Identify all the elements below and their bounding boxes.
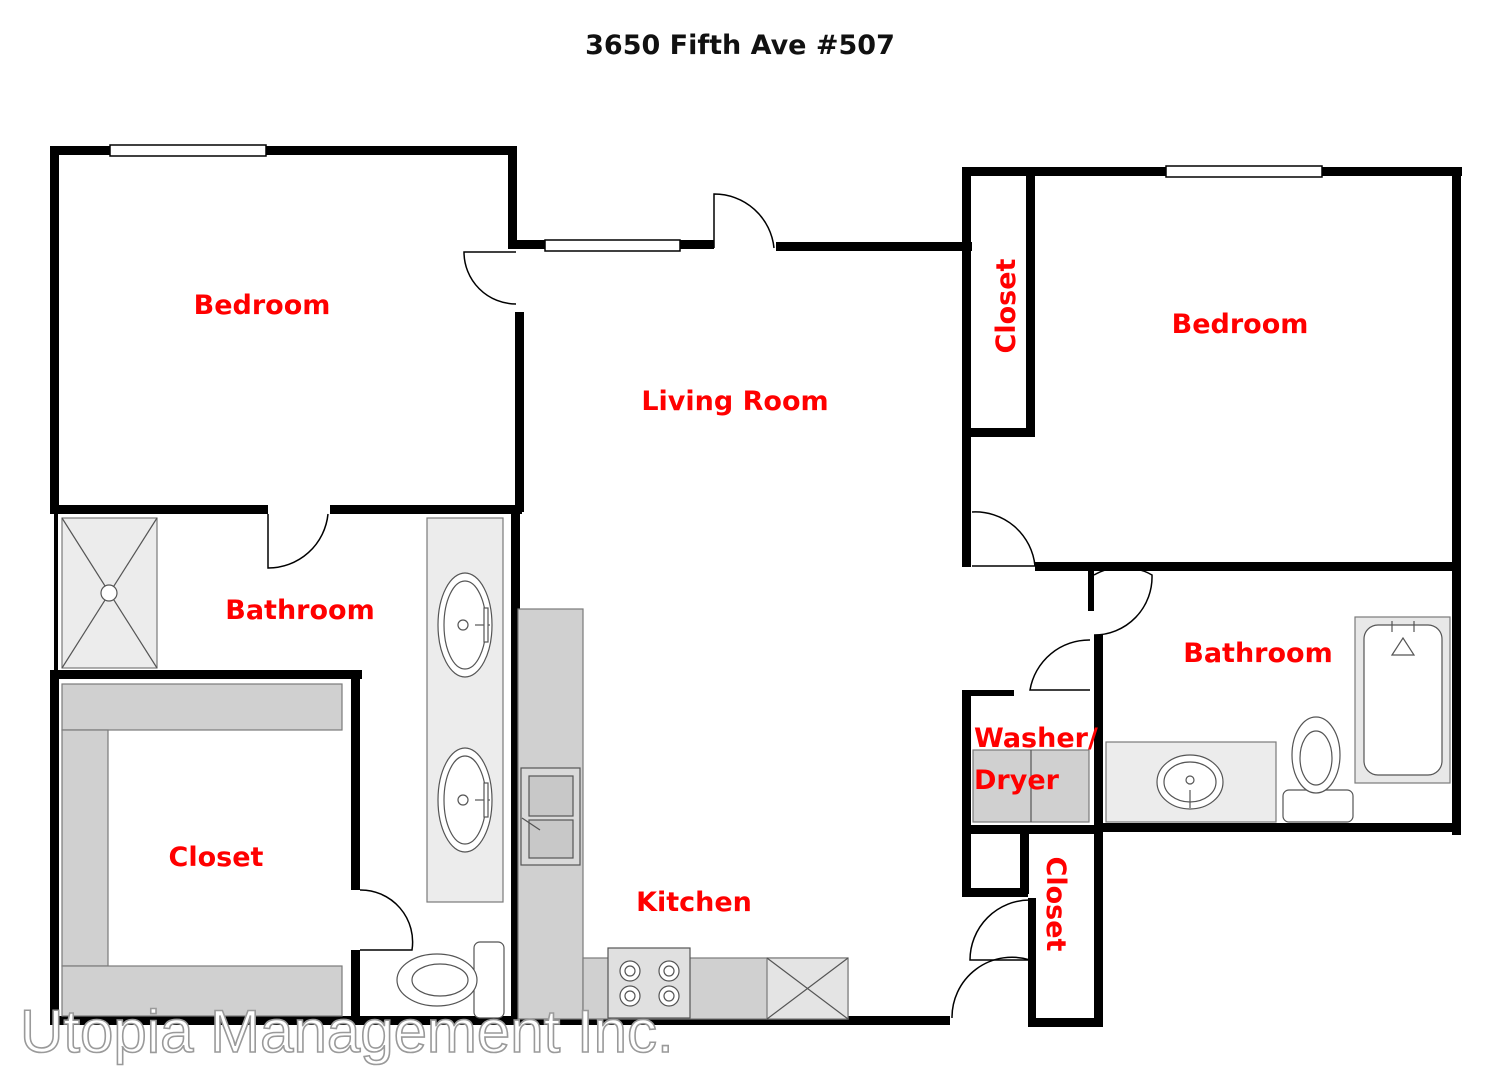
stove-icon xyxy=(607,947,691,1019)
bathtub-icon xyxy=(1354,616,1451,784)
doors xyxy=(267,193,1153,1019)
vanity-sink-icon xyxy=(1105,741,1277,823)
bedroom-right-label: Bedroom xyxy=(1172,309,1309,340)
toilet-icon xyxy=(396,941,505,1019)
plan-title: 3650 Fifth Ave #507 xyxy=(585,30,895,61)
kitchen-sink-icon xyxy=(520,767,581,866)
windows xyxy=(109,144,1323,252)
room-labels: Bedroom Living Room Closet Bedroom Bathr… xyxy=(169,258,1333,951)
shower-icon xyxy=(61,517,158,669)
toilet-icon xyxy=(1282,716,1354,823)
closet-right-bottom-label: Closet xyxy=(1040,857,1071,952)
watermark: Utopia Management Inc. xyxy=(20,998,674,1065)
living-room-label: Living Room xyxy=(641,386,828,417)
double-sink-vanity xyxy=(426,517,504,903)
bathroom-left-label: Bathroom xyxy=(225,595,374,626)
washer-label-line1: Washer/ xyxy=(974,723,1098,754)
closet-left-label: Closet xyxy=(169,842,264,873)
closet-shelving xyxy=(61,683,343,1017)
kitchen-label: Kitchen xyxy=(636,887,752,918)
bathroom-right-label: Bathroom xyxy=(1183,638,1332,669)
closet-right-top-label: Closet xyxy=(991,258,1022,353)
sink-icon xyxy=(437,747,493,853)
washer-label-line2: Dryer xyxy=(974,765,1060,796)
walls xyxy=(50,146,1462,1027)
bedroom-left-label: Bedroom xyxy=(194,290,331,321)
sink-icon xyxy=(437,572,493,678)
washer-dryer-icon xyxy=(972,749,1090,823)
